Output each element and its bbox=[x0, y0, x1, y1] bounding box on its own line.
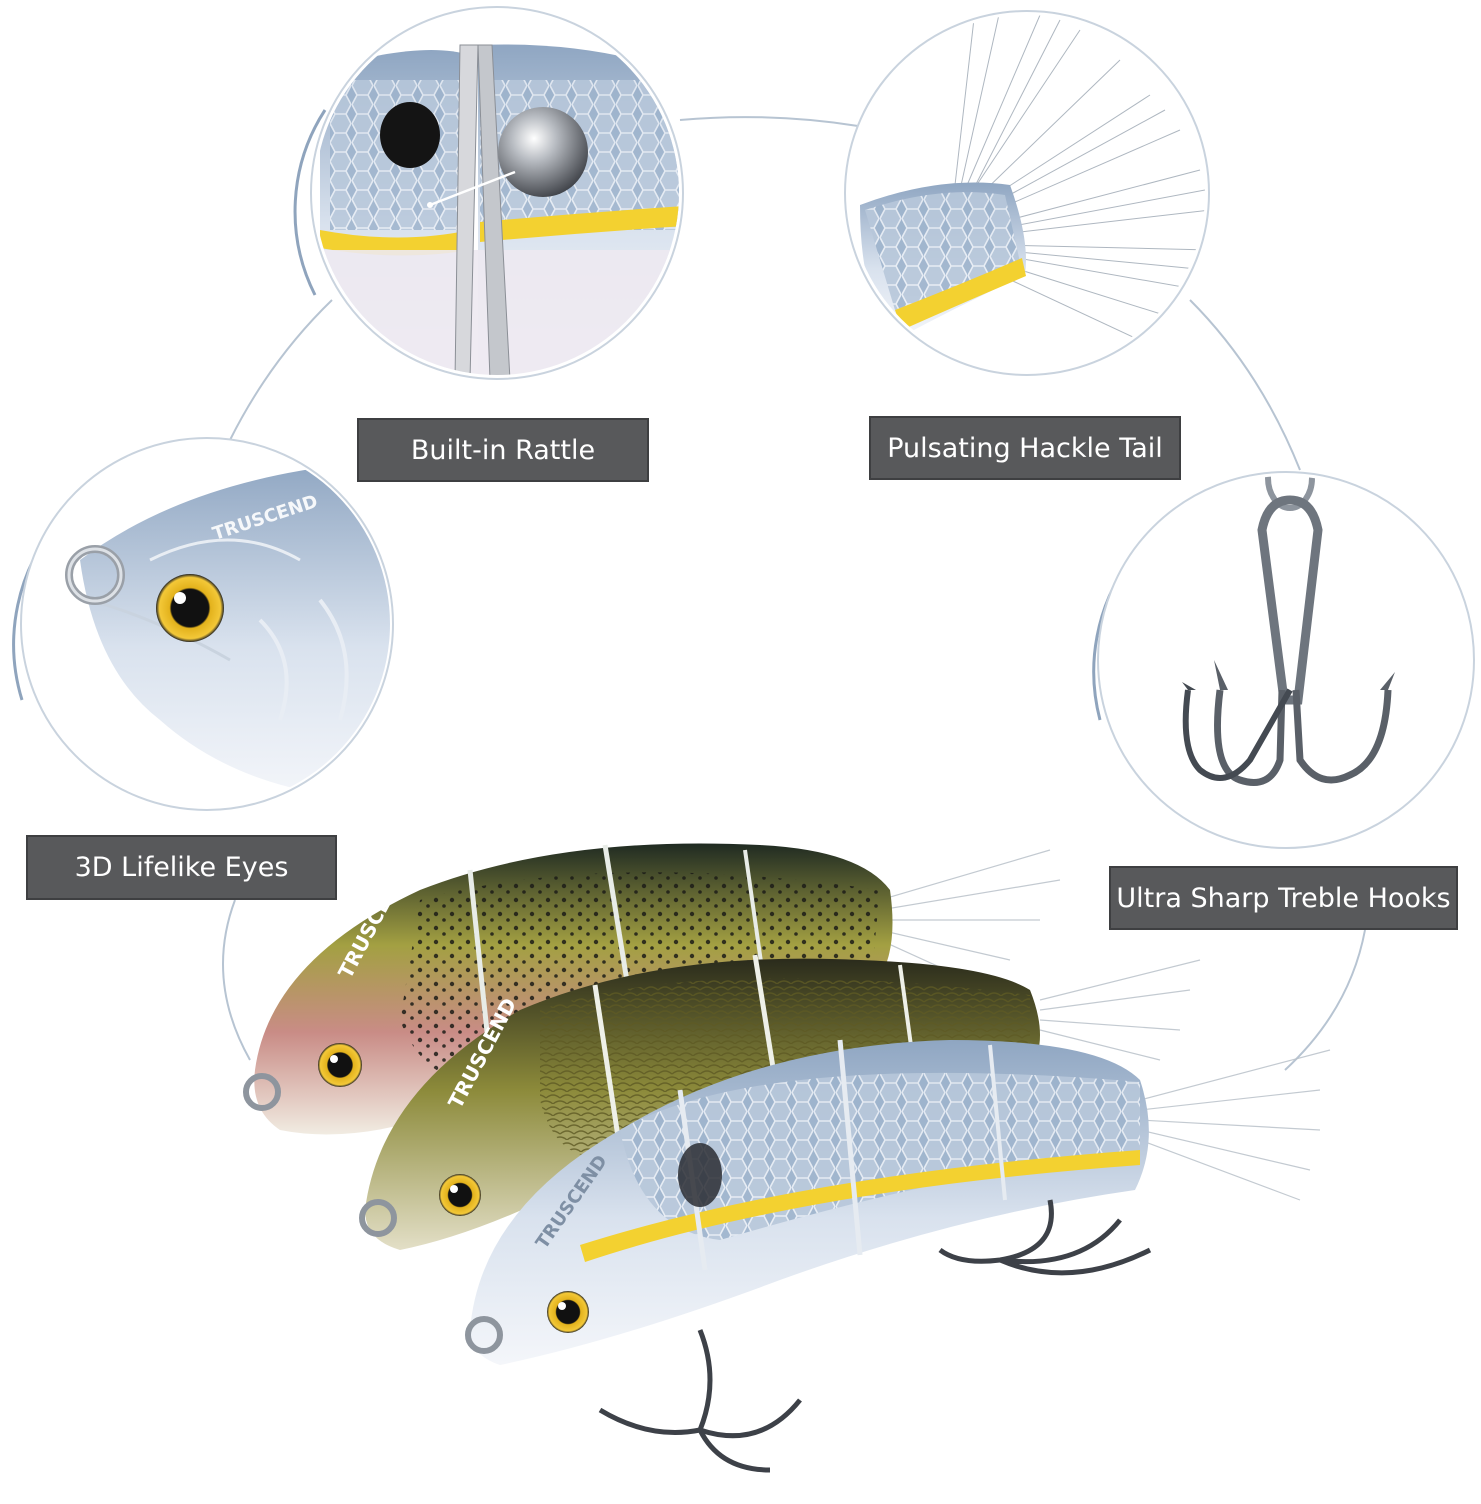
hooks-detail-circle bbox=[1097, 471, 1475, 849]
tail-detail-circle bbox=[844, 10, 1210, 376]
eyes-detail-circle: TRUSCEND bbox=[20, 437, 394, 811]
silver-shad-lure: TRUSCEND bbox=[465, 1039, 1331, 1473]
rattle-detail-circle bbox=[310, 6, 684, 380]
feature-label-ultra-sharp-treble-hooks: Ultra Sharp Treble Hooks bbox=[1109, 866, 1458, 930]
feature-label-3d-lifelike-eyes: 3D Lifelike Eyes bbox=[26, 835, 337, 900]
lure-trio: TRUSCEND TRUSCEND bbox=[243, 843, 1331, 1473]
connector-ring bbox=[12, 109, 1366, 1071]
feature-label-built-in-rattle: Built-in Rattle bbox=[357, 418, 649, 482]
feature-label-pulsating-hackle-tail: Pulsating Hackle Tail bbox=[869, 416, 1181, 480]
